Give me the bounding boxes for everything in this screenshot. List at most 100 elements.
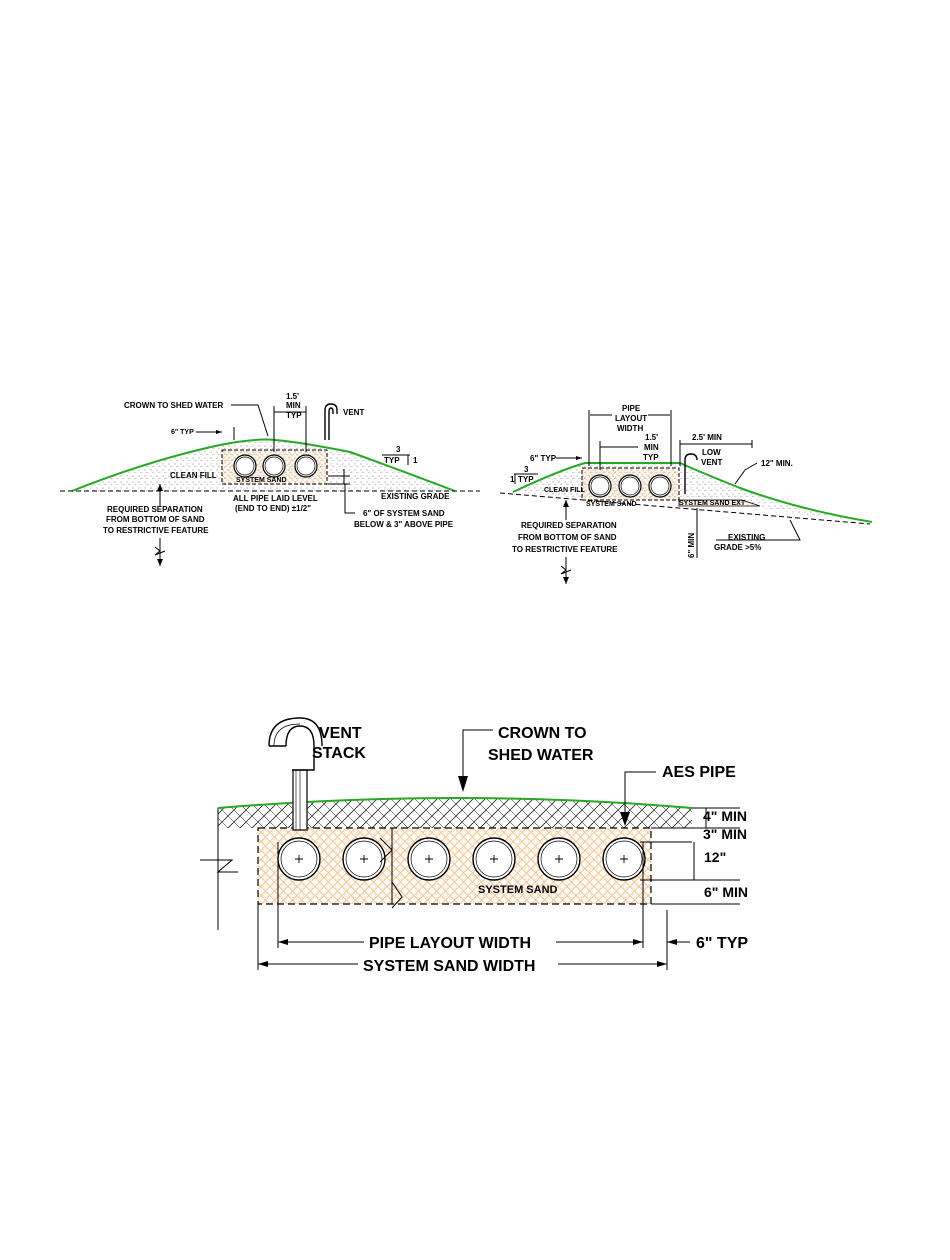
separation-label: TO RESTRICTIVE FEATURE [103,526,209,535]
typ6-label: 6" TYP [171,429,194,436]
system-sand-bed [257,827,652,905]
sloping-site-section: PIPE LAYOUT WIDTH 1.5' MIN TYP 2.5' MIN … [499,404,873,584]
aes-pipe-inner [605,840,643,878]
aes-pipe-inner [540,840,578,878]
clean-fill-label: CLEAN FILL [544,487,586,494]
break-line [391,881,403,909]
pipe [590,476,610,496]
pipe [650,476,670,496]
existing-label: GRADE >5% [714,543,761,552]
pipe [588,474,612,498]
typ6-label: 6" TYP [530,454,557,463]
low-vent-pipe [684,453,698,494]
crown-label: CROWN TO SHED WATER [124,401,223,410]
pipe-center-mark [555,855,563,863]
slope-typ-label: TYP [384,456,400,465]
system-sand-label: SYSTEM SAND [236,477,287,484]
sand6-label: 6" OF SYSTEM SAND [363,509,445,518]
pipe-center-mark [490,855,498,863]
separation-label: FROM BOTTOM OF SAND [106,515,205,524]
min-4-label: 4" MIN [703,808,747,824]
crown-leader [231,404,269,437]
pipe-center-mark [620,855,628,863]
system-sand-label: SYSTEM SAND [586,501,637,508]
pipe-layout-label: PIPE [622,404,641,413]
min-6-label: 6" MIN [704,884,748,900]
break-line [200,859,238,873]
pipe [294,454,318,478]
existing-grade-label: EXISTING GRADE [381,492,450,501]
crown-label: SHED WATER [488,747,594,764]
pipe [262,454,286,478]
mound-grass-line [71,438,456,492]
aes-pipe-inner [280,840,318,878]
min-6-label: 6" MIN [687,533,696,558]
min-15-label: 1.5' [645,433,658,442]
separation-label: REQUIRED SEPARATION [107,505,203,514]
pipe-center-mark [425,855,433,863]
vent-pipe [328,407,334,440]
pipe-center-mark [295,855,303,863]
aes-pipe-label: AES PIPE [662,764,736,781]
system-sand-label: SYSTEM SAND [478,884,558,896]
crown-grass-line [217,797,693,809]
system-sand-extension [678,499,761,507]
separation-label: FROM BOTTOM OF SAND [518,533,617,542]
pipe [235,456,255,476]
min-12-label: 12" MIN. [761,459,793,468]
system-sand-ext-label: SYSTEM SAND EXT [679,500,746,507]
in-12-label: 12" [704,849,726,865]
vent-stack-label: VENT [319,725,362,742]
vent-stack [268,717,323,831]
clean-fill-label: CLEAN FILL [170,471,217,480]
crown-label: CROWN TO [498,725,587,742]
pipe-layout-label: LAYOUT [615,414,647,423]
slope-1-label: 1 [510,475,515,484]
pipe [648,474,672,498]
detail-section: VENT STACK CROWN TO SHED WATER AES PIPE … [200,717,748,975]
cover-soil [218,798,692,828]
pipe [618,474,642,498]
pipe-row [277,837,646,881]
slope-3-label: 3 [524,465,529,474]
min-15-label: TYP [643,453,659,462]
separation-label: REQUIRED SEPARATION [521,521,617,530]
pipe [233,454,257,478]
pipe-layout-label: WIDTH [617,424,643,433]
slope-typ-label: TYP [518,475,534,484]
aes-pipe-inner [410,840,448,878]
level-site-section: CROWN TO SHED WATER 1.5' MIN TYP VENT 6"… [60,392,480,566]
pipe [264,456,284,476]
vent-pipe [324,403,338,440]
system-sand-width-label: SYSTEM SAND WIDTH [363,958,535,975]
low-vent-label: VENT [701,458,722,467]
aes-pipe-inner [475,840,513,878]
typ-6-label: 6" TYP [696,935,748,952]
level-label: (END TO END) ±1/2" [235,504,311,513]
min-3-label: 3" MIN [703,826,747,842]
sand6-label: BELOW & 3" ABOVE PIPE [354,520,454,529]
pipe-layout-width-label: PIPE LAYOUT WIDTH [369,935,531,952]
vent-stack-label: STACK [312,745,366,762]
pipe [620,476,640,496]
pipe [296,456,316,476]
slope-3-label: 3 [396,445,401,454]
vent-label: VENT [343,408,364,417]
low-vent-label: LOW [702,448,721,457]
aes-pipe-arrow [620,812,630,826]
mound-grass-line [512,462,873,523]
existing-grade-line [499,492,871,525]
min-15-label: TYP [286,411,302,420]
aes-pipe-inner [345,840,383,878]
crown-arrow [458,776,468,792]
min-25-label: 2.5' MIN [692,433,722,442]
min-15-label: MIN [286,401,301,410]
min-15-label: 1.5' [286,392,299,401]
existing-label: EXISTING [728,533,765,542]
separation-label: TO RESTRICTIVE FEATURE [512,545,618,554]
slope-1-label: 1 [413,456,418,465]
min-15-label: MIN [644,443,659,452]
pipe-center-mark [360,855,368,863]
level-label: ALL PIPE LAID LEVEL [233,494,318,503]
